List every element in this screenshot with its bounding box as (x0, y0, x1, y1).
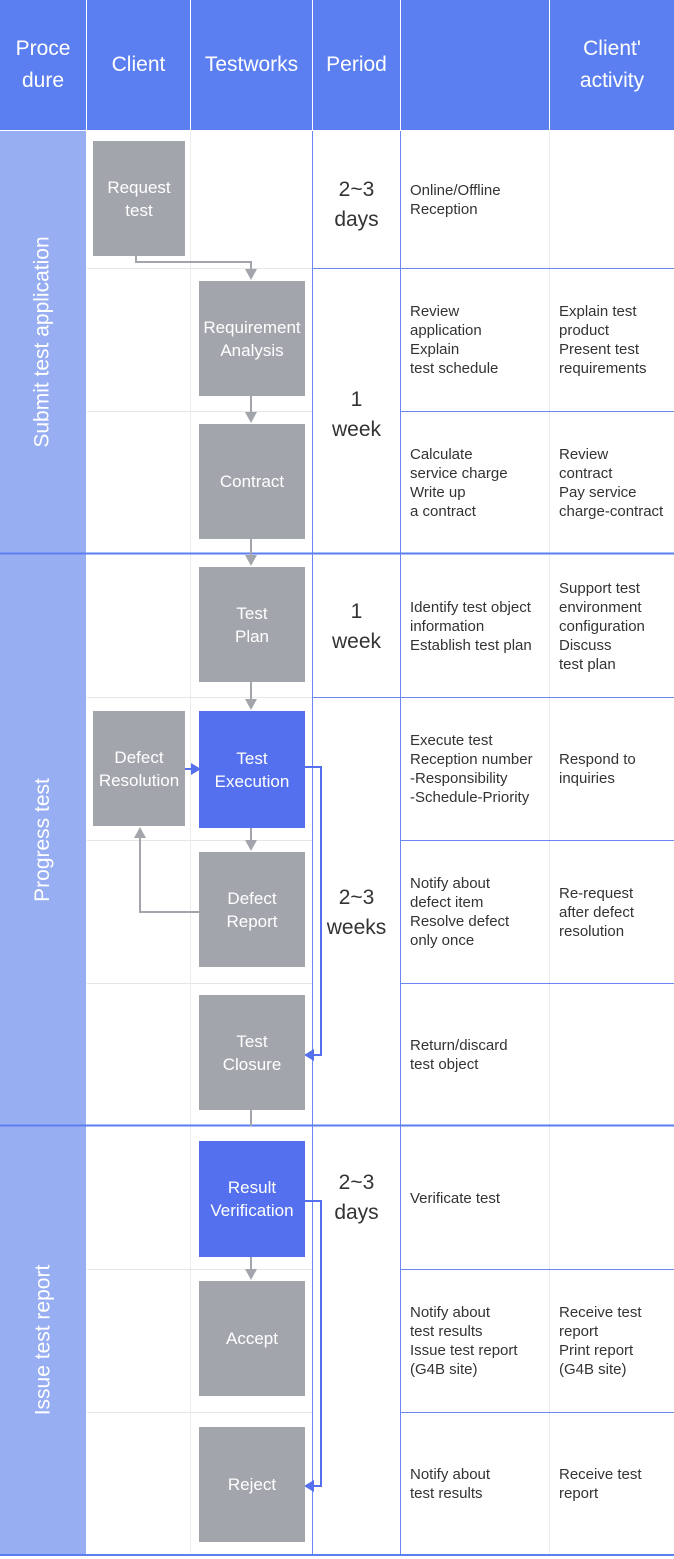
period-report: 2~3 days (334, 1171, 379, 1224)
client-activity-row-3: Review contract Pay service charge-contr… (559, 445, 664, 520)
test-closure-box: Test Closure (199, 995, 305, 1110)
client-activity-row-8 (559, 1127, 674, 1269)
header-testworks-activity (401, 0, 549, 130)
header-procedure: Proce dure (0, 0, 86, 130)
grid-line (549, 131, 550, 1554)
period-test-plan: 1 week (331, 600, 382, 653)
header-client: Client (87, 0, 190, 130)
client-activity-row-7 (559, 984, 674, 1125)
header-client-activity: Client' activity (550, 0, 674, 130)
phase-progress-test: Progress test (0, 554, 86, 1125)
phase-issue-test-report: Issue test report (0, 1126, 86, 1554)
testworks-activity-row-7: Return/discard test object (410, 1036, 508, 1073)
requirement-analysis-box: Requirement Analysis (199, 281, 305, 396)
result-verification-box: Result Verification (199, 1141, 305, 1257)
header-testworks: Testworks (191, 0, 312, 130)
testworks-activity-row-4: Identify test object information Establi… (410, 598, 532, 654)
test-execution-box: Test Execution (199, 711, 305, 828)
accept-box: Accept (199, 1281, 305, 1396)
testworks-activity-row-6: Notify about defect item Resolve defect … (410, 875, 510, 949)
testworks-activity-row-1: Online/Offline Reception (410, 181, 501, 218)
testworks-activity-row-8: Verificate test (410, 1189, 501, 1207)
header-period: Period (313, 0, 400, 130)
period-test-execution: 2~3 weeks (326, 886, 387, 939)
client-activity-row-1 (559, 131, 674, 268)
client-activity-row-4: Support test environment configuration D… (559, 579, 645, 673)
testworks-activity-row-5: Execute test Reception number -Responsib… (410, 732, 533, 806)
grid-line (190, 131, 191, 1554)
period-request: 2~3 days (334, 178, 379, 231)
client-activity-row-6: Re-request after defect resolution (559, 884, 635, 940)
period-contract: 1 week (331, 388, 382, 441)
reject-box: Reject (199, 1427, 305, 1542)
testworks-activity-row-9: Notify about test results Issue test rep… (410, 1304, 518, 1378)
client-activity-row-10: Receive test report (559, 1465, 642, 1502)
testworks-activity-row-3: Calculate service charge Write up a cont… (410, 445, 508, 520)
request-test-box: Request test (93, 141, 185, 256)
testworks-activity-row-10: Notify about test results (410, 1465, 491, 1502)
testworks-activity-row-2: Review application Explain test schedule (410, 303, 499, 377)
client-activity-row-2: Explain test product Present test requir… (559, 303, 647, 377)
defect-report-box: Defect Report (199, 852, 305, 967)
defect-resolution-box: Defect Resolution (93, 711, 185, 826)
phase-submit-test-application: Submit test application (0, 131, 86, 553)
client-activity-row-9: Receive test report Print report (G4B si… (559, 1304, 642, 1378)
test-plan-box: Test Plan (199, 567, 305, 682)
client-activity-row-5: Respond to inquiries (559, 751, 636, 787)
contract-box: Contract (199, 424, 305, 539)
